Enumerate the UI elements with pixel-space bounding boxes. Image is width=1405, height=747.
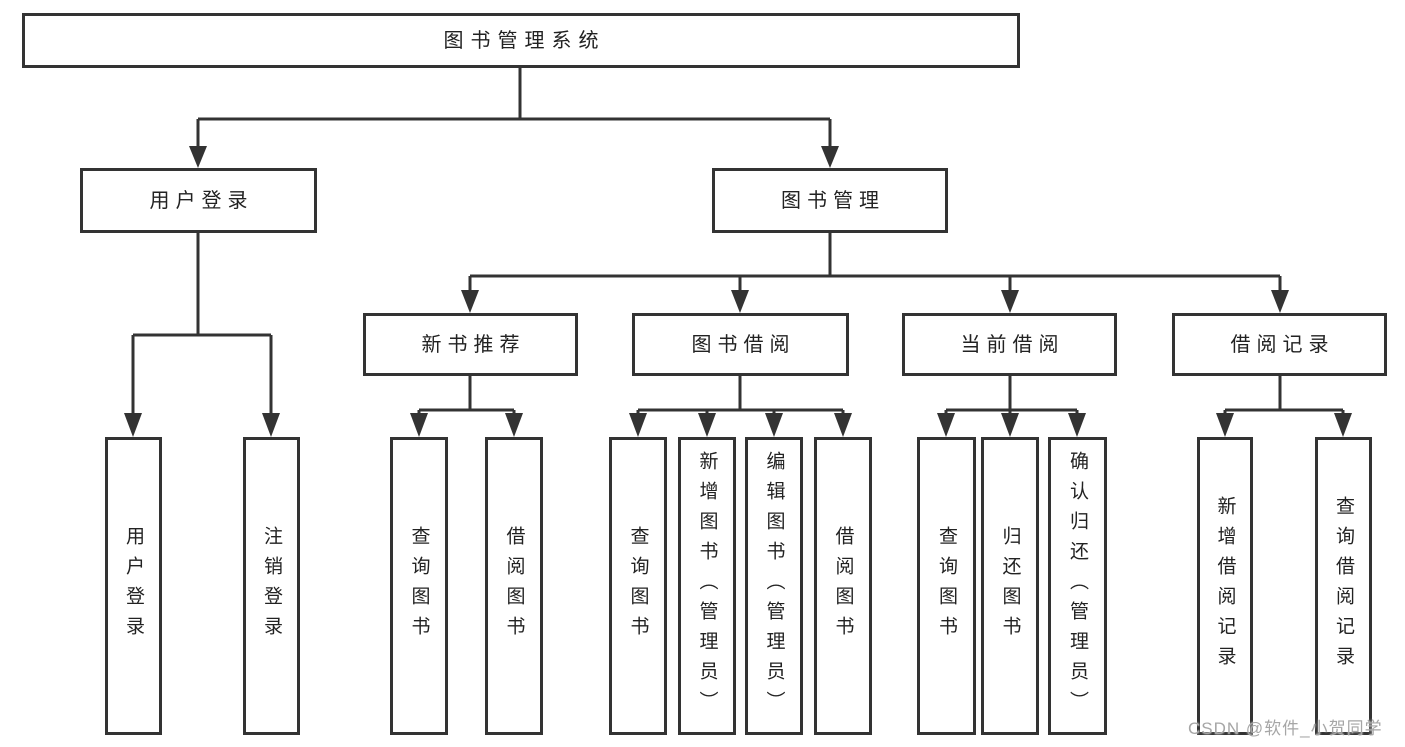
node-user-login: 用户登录 [80,168,317,233]
node-label: 新增图书（管理员） [696,451,718,721]
node-label: 用户登录 [123,526,144,646]
node-borrowing-records: 借阅记录 [1172,313,1387,376]
node-label: 借阅记录 [1230,333,1335,356]
node-label: 查询借阅记录 [1333,496,1354,676]
node-label: 用户登录 [149,189,254,212]
arrowhead-user-login [189,146,207,168]
node-label: 借阅图书 [832,526,854,646]
csdn-watermark: CSDN @软件_小贺同学 [1188,719,1383,738]
arrowhead-borrowing-borrow [834,413,852,437]
arrowhead-borrowing-records [1271,290,1289,313]
leaf-logout: 注销登录 [243,437,300,735]
arrowhead-book-management [821,146,839,168]
arrowhead-records-add [1216,413,1234,437]
leaf-user-login: 用户登录 [105,437,162,735]
node-label: 新增借阅记录 [1214,496,1236,676]
node-book-management: 图书管理 [712,168,948,233]
leaf-records-add-borrow-record: 新增借阅记录 [1197,437,1253,735]
arrowhead-book-borrowing [731,290,749,313]
node-label: 图书借阅 [691,333,796,356]
node-current-borrowing: 当前借阅 [902,313,1117,376]
leaf-borrowing-edit-books-admin: 编辑图书（管理员） [745,437,803,735]
leaf-borrowing-add-books-admin: 新增图书（管理员） [678,437,736,735]
arrowhead-borrowing-edit [765,413,783,437]
leaf-borrowing-query-books: 查询图书 [609,437,667,735]
node-library-management-system: 图书管理系统 [22,13,1020,68]
arrowhead-recommend-borrow [505,413,523,437]
arrowhead-current-confirm [1068,413,1086,437]
leaf-recommend-query-books: 查询图书 [390,437,448,735]
arrowhead-new-book-recommend [461,290,479,313]
leaf-borrowing-borrow-books: 借阅图书 [814,437,872,735]
node-book-borrowing: 图书借阅 [632,313,849,376]
arrowhead-leaf-user-login [124,413,142,437]
node-label: 借阅图书 [503,526,525,646]
node-label: 图书管理系统 [443,29,606,52]
leaf-recommend-borrow-books: 借阅图书 [485,437,543,735]
node-label: 确认归还（管理员） [1067,451,1088,721]
node-label: 归还图书 [999,526,1021,646]
node-label: 编辑图书（管理员） [763,451,785,721]
node-label: 新书推荐 [421,333,526,356]
node-label: 当前借阅 [960,333,1065,356]
node-label: 查询图书 [936,526,957,646]
node-new-book-recommend: 新书推荐 [363,313,578,376]
arrowhead-borrowing-add [698,413,716,437]
arrowhead-current-return [1001,413,1019,437]
leaf-current-return-books: 归还图书 [981,437,1039,735]
node-label: 图书管理 [781,189,885,212]
node-label: 查询图书 [627,526,649,646]
arrowhead-records-query [1334,413,1352,437]
arrowhead-current-borrowing [1001,290,1019,313]
leaf-current-query-books: 查询图书 [917,437,976,735]
leaf-records-query-borrow-record: 查询借阅记录 [1315,437,1372,735]
arrowhead-leaf-logout [262,413,280,437]
arrowhead-recommend-query [410,413,428,437]
leaf-current-confirm-return-admin: 确认归还（管理员） [1048,437,1107,735]
node-label: 查询图书 [408,526,430,646]
arrowhead-current-query [937,413,955,437]
node-label: 注销登录 [261,526,282,646]
arrowhead-borrowing-query [629,413,647,437]
